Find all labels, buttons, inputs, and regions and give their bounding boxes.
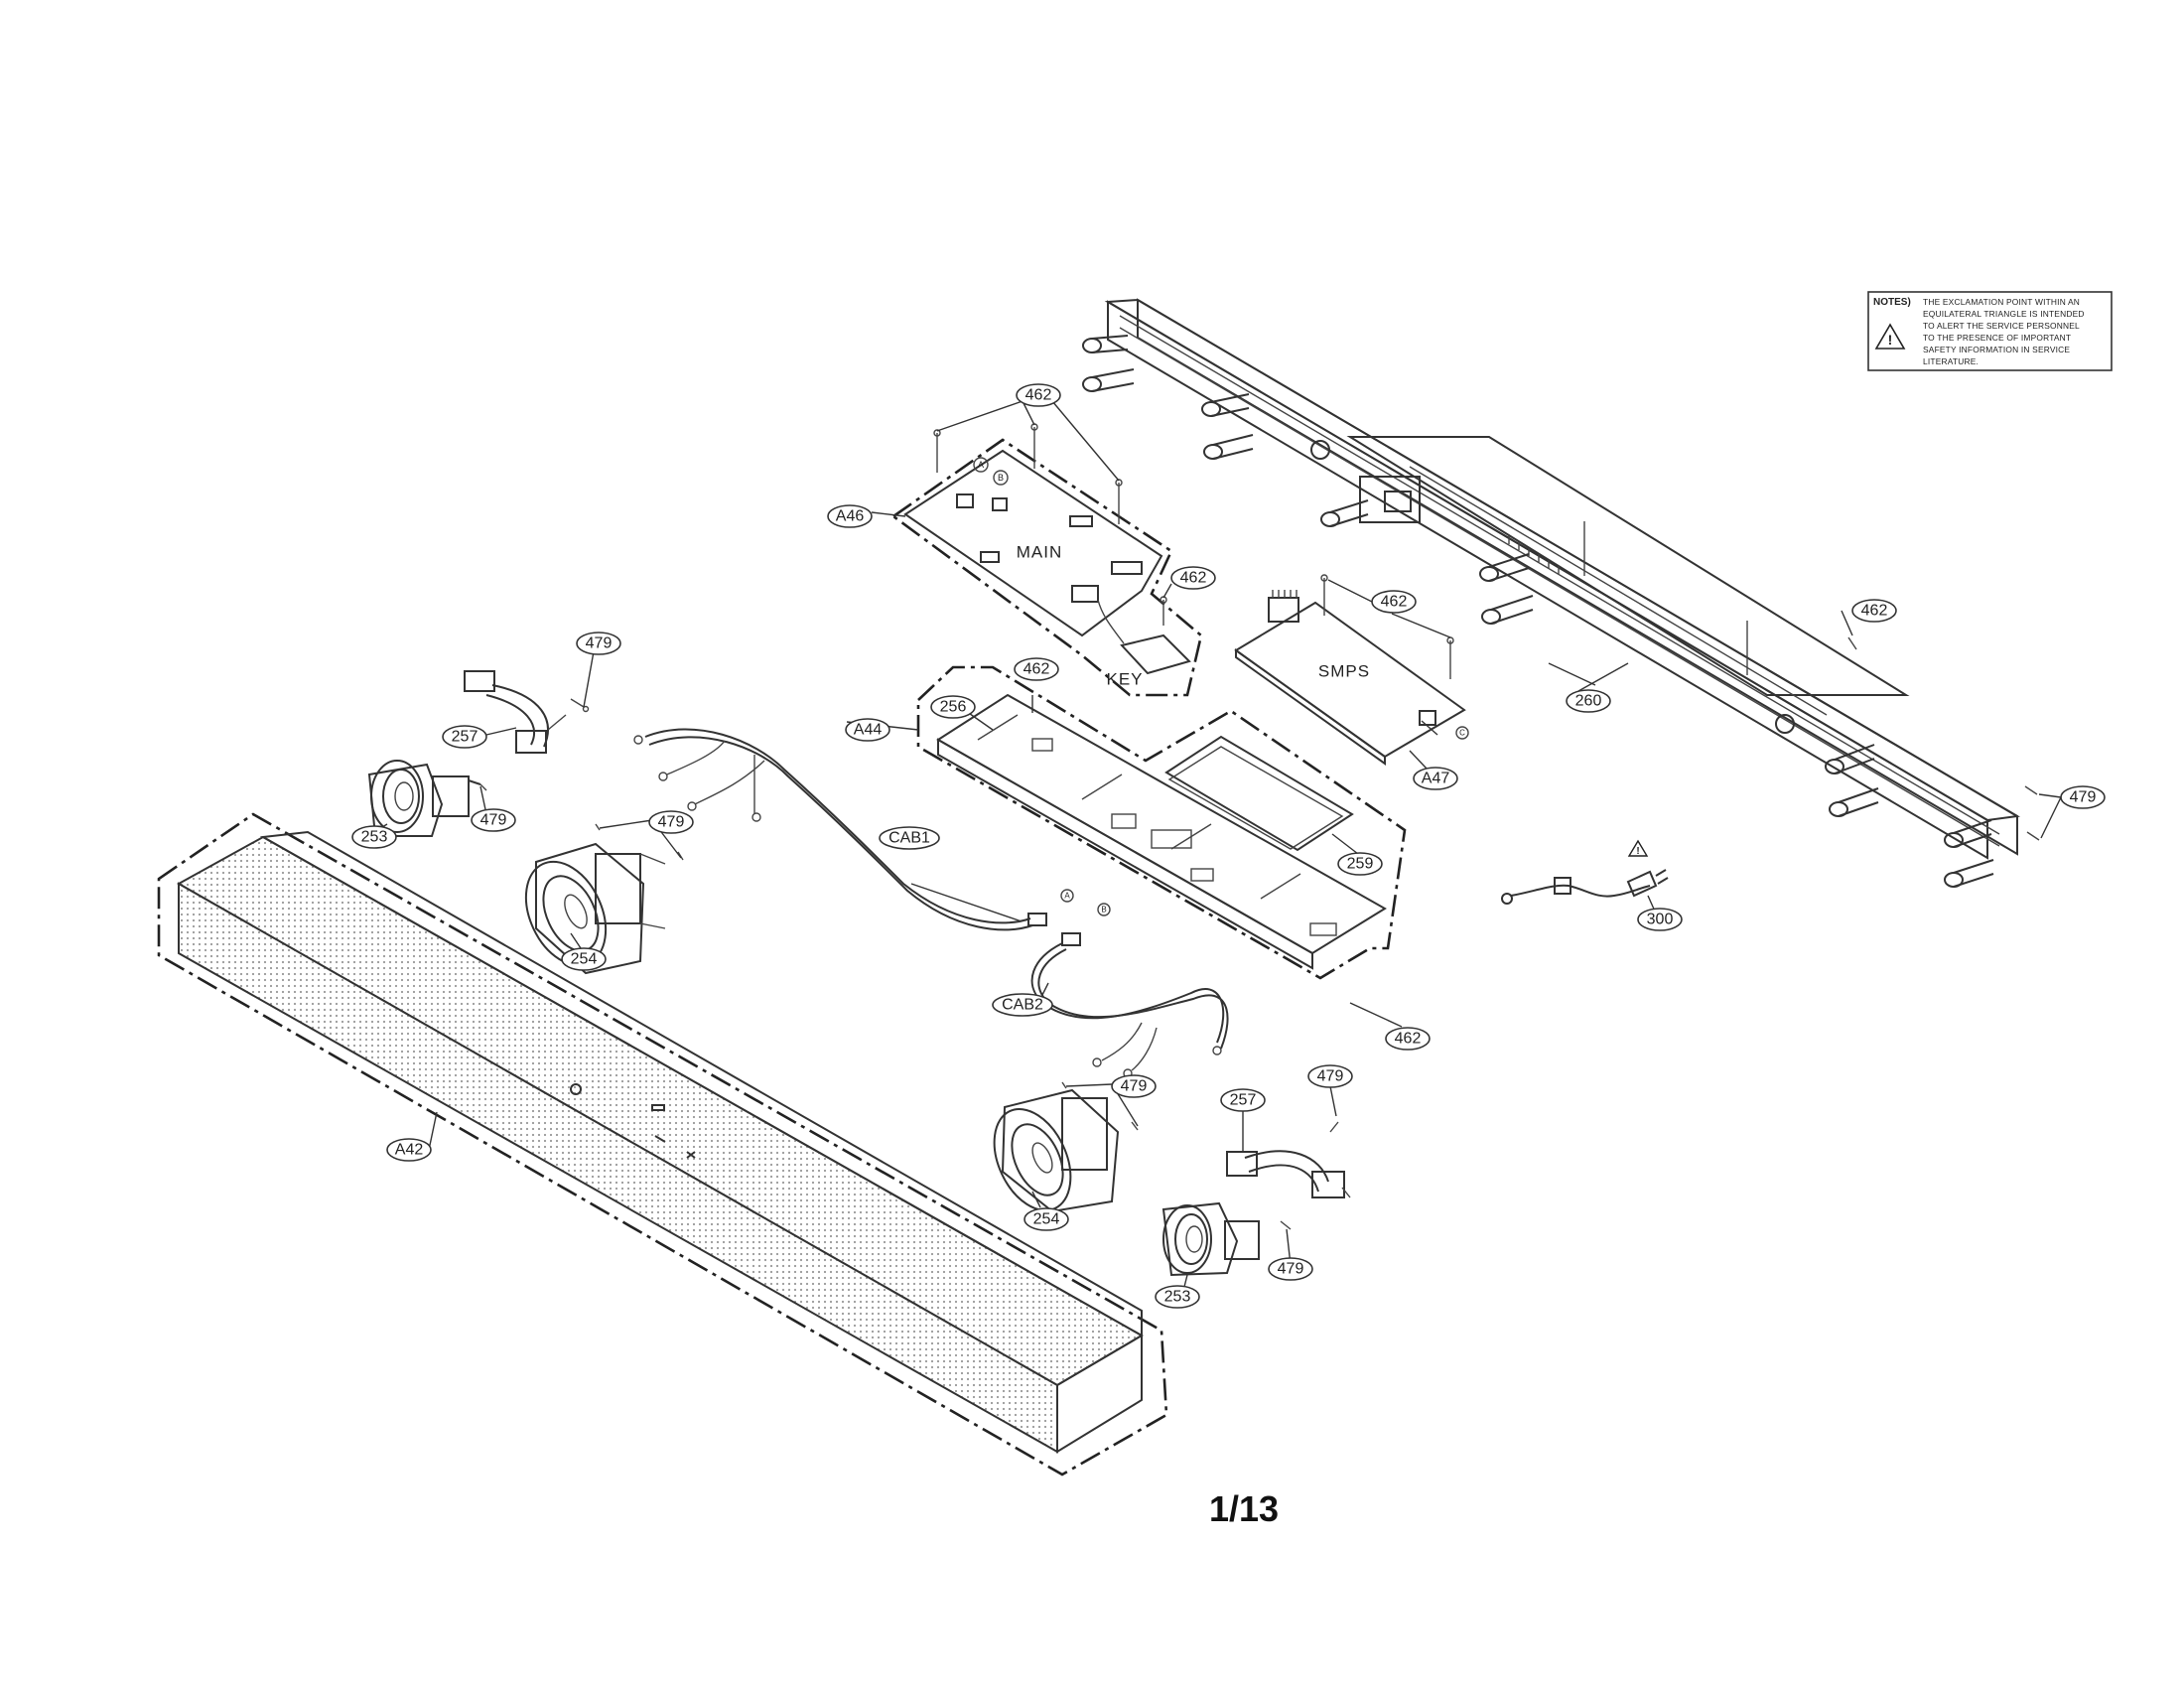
callout-300-text: 300 [1647, 912, 1674, 928]
callout-a44-text: A44 [854, 722, 883, 739]
callout-260: 260 [1566, 689, 1611, 713]
main-board-a46: MAIN KEY A B [890, 423, 1203, 697]
power-cord-300: ! [1501, 839, 1669, 905]
callout-479-left-woofer-text: 479 [658, 814, 685, 831]
callout-256-text: 256 [940, 699, 967, 716]
key-board-label: KEY [1106, 670, 1143, 689]
callout-257-right-text: 257 [1230, 1092, 1257, 1109]
callout-a46: A46 [827, 504, 873, 528]
callout-462-chassis: 462 [1014, 657, 1059, 681]
callout-259: 259 [1337, 852, 1383, 876]
callout-462-bottom: 462 [1385, 1027, 1431, 1051]
callout-cab1-text: CAB1 [888, 830, 930, 847]
callout-462-bottom-text: 462 [1395, 1031, 1422, 1048]
notes-line-5: SAFETY INFORMATION IN SERVICE [1923, 345, 2070, 354]
connector-b-marker: B [998, 473, 1004, 483]
cab2-connector-b: B [1101, 906, 1106, 914]
frame-posts [1082, 335, 1994, 888]
callout-479-right-port-text: 479 [1317, 1068, 1344, 1085]
cab1-connector-a: A [1064, 892, 1070, 901]
notes-line-6: LITERATURE. [1923, 356, 1979, 366]
callout-462-smps-text: 462 [1381, 594, 1408, 611]
smps-board-a47: C SMPS [1234, 574, 1469, 766]
callout-a46-text: A46 [836, 508, 865, 525]
callout-257-left-text: 257 [452, 729, 478, 746]
tweeter-253-right [1161, 1201, 1260, 1277]
callout-a42-text: A42 [395, 1142, 424, 1159]
warning-triangle-icon: ! [1627, 839, 1649, 857]
callout-253-left-text: 253 [361, 829, 388, 846]
port-tube-257-right [1226, 1150, 1351, 1198]
callout-479-frame: 479 [2060, 785, 2106, 809]
callout-479-frame-text: 479 [2070, 789, 2097, 806]
callout-479-right-tweeter: 479 [1268, 1257, 1313, 1281]
chassis-a44 [916, 665, 1407, 980]
rear-frame-260 [1082, 298, 2021, 888]
callout-257-right: 257 [1220, 1088, 1266, 1112]
callout-254-left: 254 [561, 947, 607, 971]
callout-a47: A47 [1413, 767, 1458, 790]
svg-text:!: ! [1636, 846, 1639, 857]
callout-479-right-port: 479 [1307, 1064, 1353, 1088]
callout-a42: A42 [386, 1138, 432, 1162]
callout-479-upper-left: 479 [576, 632, 621, 655]
callout-479-right-woofer-text: 479 [1121, 1078, 1148, 1095]
callout-cab2-text: CAB2 [1002, 997, 1043, 1014]
front-grille-a42 [157, 812, 1168, 1477]
connector-a-marker: A [978, 460, 984, 470]
callout-254-right: 254 [1024, 1207, 1069, 1231]
notes-heading: NOTES) [1873, 297, 1911, 308]
callout-462-frame: 462 [1851, 599, 1897, 623]
callout-a44: A44 [845, 718, 890, 742]
callout-a47-text: A47 [1422, 771, 1450, 787]
callout-253-right: 253 [1155, 1285, 1200, 1309]
main-board-label: MAIN [1017, 543, 1063, 562]
callout-300: 300 [1637, 908, 1683, 931]
callout-462-main-top-text: 462 [1025, 387, 1052, 404]
svg-text:!: ! [1888, 332, 1893, 348]
smps-board-label: SMPS [1318, 662, 1370, 681]
callout-253-right-text: 253 [1164, 1289, 1191, 1306]
callout-labels: 462 462 462 462 462 462 A46 A47 A44 A42 … [351, 383, 2106, 1309]
page-number: 1/13 [1209, 1488, 1279, 1529]
woofer-254-right [993, 1088, 1120, 1213]
callout-462-key: 462 [1170, 566, 1216, 590]
callout-479-right-tweeter-text: 479 [1278, 1261, 1304, 1278]
speaker-screws [479, 636, 2040, 1230]
cable-cab2: B [1030, 903, 1229, 1078]
callout-462-chassis-text: 462 [1024, 661, 1050, 678]
callout-479-upper-left-text: 479 [586, 635, 613, 652]
callout-462-main-top: 462 [1016, 383, 1061, 407]
notes-line-3: TO ALERT THE SERVICE PERSONNEL [1923, 321, 2080, 331]
callout-253-left: 253 [351, 825, 397, 849]
callout-cab2: CAB2 [992, 993, 1053, 1017]
callout-260-text: 260 [1575, 693, 1602, 710]
callout-254-left-text: 254 [571, 951, 598, 968]
connector-c-marker: C [1459, 729, 1465, 738]
notes-line-1: THE EXCLAMATION POINT WITHIN AN [1923, 297, 2080, 307]
callout-479-left-tweeter-text: 479 [480, 812, 507, 829]
safety-notes-box: NOTES) ! THE EXCLAMATION POINT WITHIN AN… [1867, 291, 2113, 371]
port-tube-257-left [464, 670, 567, 754]
callout-256: 256 [930, 695, 976, 719]
notes-line-4: TO THE PRESENCE OF IMPORTANT [1923, 333, 2071, 343]
callout-254-right-text: 254 [1033, 1211, 1060, 1228]
callout-259-text: 259 [1347, 856, 1374, 873]
notes-line-2: EQUILATERAL TRIANGLE IS INTENDED [1923, 309, 2085, 319]
callout-cab1: CAB1 [879, 826, 940, 850]
callout-257-left: 257 [442, 725, 487, 749]
callout-479-left-woofer: 479 [648, 810, 694, 834]
cable-cab1: A [633, 728, 1074, 931]
callout-462-frame-text: 462 [1861, 603, 1888, 620]
warning-triangle-icon: ! [1874, 323, 1906, 350]
callout-479-right-woofer: 479 [1111, 1074, 1157, 1098]
callout-462-key-text: 462 [1180, 570, 1207, 587]
callout-462-smps: 462 [1371, 590, 1417, 614]
board-screws [933, 423, 1167, 626]
callout-479-left-tweeter: 479 [471, 808, 516, 832]
